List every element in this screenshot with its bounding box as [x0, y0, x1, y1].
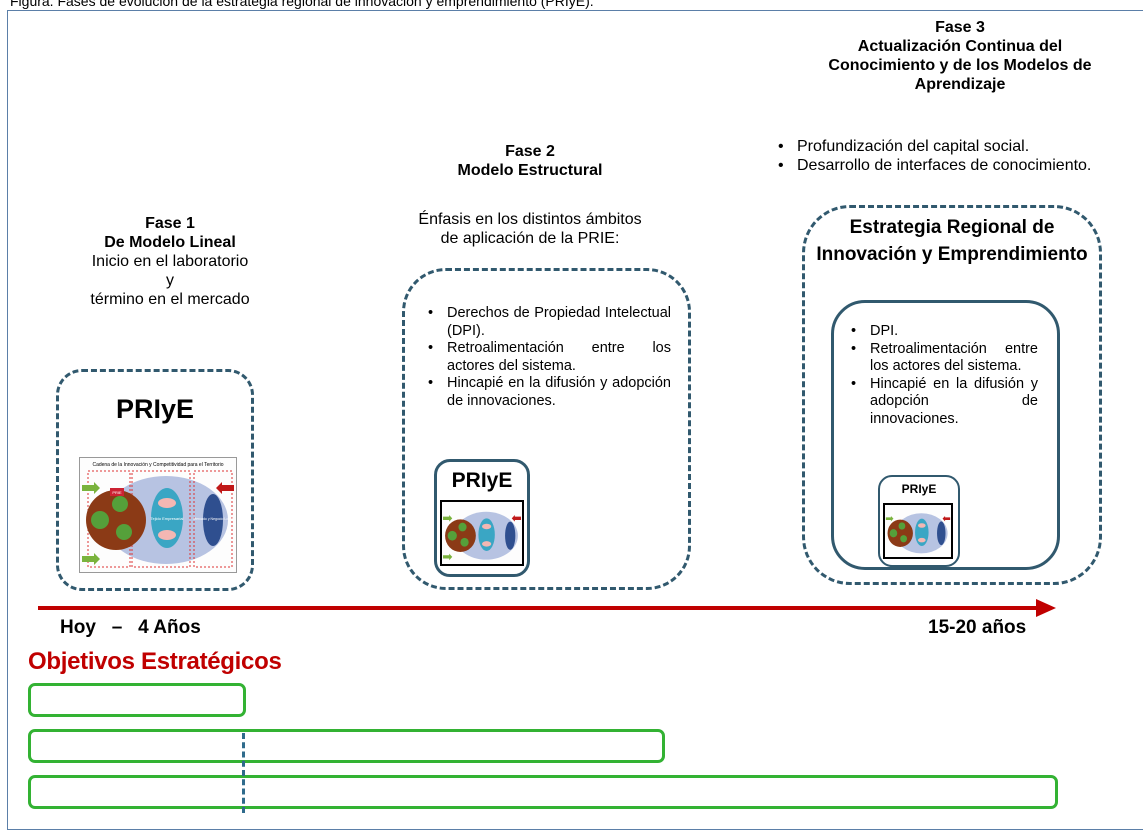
phase1-box: PRIyE Cadena de la Innovación y Competit… — [56, 369, 254, 591]
phase3-inner-bullet-list: DPI. Retroalimentación entre los actores… — [848, 323, 1038, 428]
thumb-center-node: Tejido Empresarial — [151, 516, 184, 521]
timeline-start-label: Hoy – 4 Años — [60, 617, 201, 638]
phase3-outer-title: Estrategia Regional de Innovación y Empr… — [816, 217, 1088, 265]
phase3-inner-bullet-1: DPI. — [848, 323, 1038, 341]
phase2-bullet-3: Hincapié en la difusión y adopción de in… — [425, 375, 671, 410]
phase1-desc-1: Inicio en el laboratorio — [91, 253, 249, 270]
milestone-dashed-line — [242, 733, 245, 813]
phase3-outer-box: Estrategia Regional de Innovación y Empr… — [802, 205, 1102, 585]
phase2-desc-1: Énfasis en los distintos ámbitos — [418, 211, 642, 228]
phase2-priye-box: PRIyE — [434, 459, 530, 577]
phase1-header: Fase 1 De Modelo Lineal Inicio en el lab… — [50, 214, 290, 309]
phase3-thumbnail — [883, 503, 953, 559]
objective-bar-long — [28, 775, 1058, 809]
phase3-bullet-1: Profundización del capital social. — [775, 137, 1135, 156]
objectives-title: Objetivos Estratégicos — [28, 648, 282, 675]
phase3-label: Fase 3 — [935, 19, 985, 36]
innovation-chain-diagram-icon: Cadena de la Innovación y Competitividad… — [80, 458, 236, 572]
phase2-name: Modelo Estructural — [457, 162, 603, 179]
phase1-box-title: PRIyE — [115, 394, 195, 424]
phase2-label: Fase 2 — [505, 143, 555, 160]
timeline-end-label: 15-20 años — [928, 617, 1027, 638]
phase3-bullet-2: Desarrollo de interfaces de conocimiento… — [775, 156, 1135, 175]
innovation-chain-thumbnail: Cadena de la Innovación y Competitividad… — [79, 457, 237, 573]
phase3-inner-bullet-3: Hincapié en la difusión y adopción de in… — [848, 376, 1038, 429]
phase3-header: Fase 3 Actualización Continua del Conoci… — [770, 18, 1143, 94]
phase2-header: Fase 2 Modelo Estructural — [405, 142, 655, 180]
thumb-right-node: Mercado y Negocio Local — [193, 517, 233, 521]
caption-cropped: Figura. Fases de evolución de la estrate… — [0, 0, 1143, 10]
phase1-label: Fase 1 — [145, 215, 195, 232]
phase3-bullet-list: Profundización del capital social. Desar… — [775, 137, 1135, 175]
thumb-title: Cadena de la Innovación y Competitividad… — [92, 462, 223, 468]
phase2-desc-2: de aplicación de la PRIE: — [440, 230, 620, 247]
phase3-name-3: Aprendizaje — [914, 76, 1006, 93]
phase1-desc-3: término en el mercado — [90, 291, 250, 308]
phase1-desc-2: y — [166, 272, 174, 289]
phase3-name-2: Conocimiento y de los Modelos de — [828, 57, 1092, 74]
phase3-innovation-chain-icon — [885, 513, 951, 554]
phase2-bullet-1: Derechos de Propiedad Intelectual (DPI). — [425, 305, 671, 340]
phase2-box-title: PRIyE — [451, 469, 513, 492]
phase2-thumbnail — [440, 500, 524, 566]
phase3-inner-bullet-2: Retroalimentación entre los actores del … — [848, 341, 1038, 376]
objective-bar-medium — [28, 729, 665, 763]
phase3-inner-box: DPI. Retroalimentación entre los actores… — [831, 300, 1060, 570]
phase2-bullet-2: Retroalimentación entre los actores del … — [425, 340, 671, 375]
phase2-desc: Énfasis en los distintos ámbitos de apli… — [370, 210, 690, 248]
phase2-innovation-chain-icon — [443, 511, 521, 561]
phase3-name-1: Actualización Continua del — [857, 38, 1063, 55]
caption-text: Figura. Fases de evolución de la estrate… — [10, 0, 594, 9]
phase1-name: De Modelo Lineal — [104, 234, 236, 251]
objective-bar-short — [28, 683, 246, 717]
thumb-left-node: PRIE — [112, 490, 122, 495]
phase2-bullet-list: Derechos de Propiedad Intelectual (DPI).… — [425, 305, 671, 410]
phase3-priye-box: PRIyE — [878, 475, 960, 567]
timeline-arrow — [38, 599, 1056, 617]
phase2-box: Derechos de Propiedad Intelectual (DPI).… — [402, 268, 691, 590]
phase3-box-title: PRIyE — [901, 482, 937, 496]
